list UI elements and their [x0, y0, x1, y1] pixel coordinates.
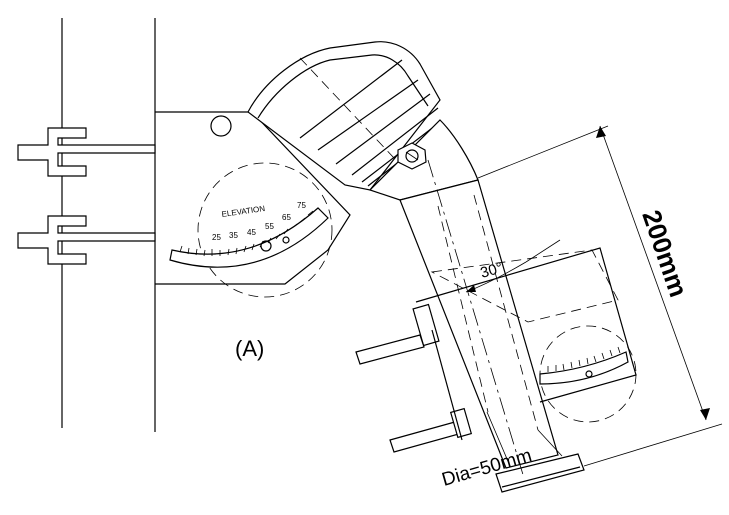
elevation-tick-label: 45 — [247, 228, 256, 237]
main-tube — [399, 159, 585, 493]
angle-indicator: 30° — [465, 239, 561, 293]
elevation-tick-label: 35 — [229, 231, 238, 240]
pole-clamp-lower — [17, 215, 156, 265]
angle-label: 30° — [478, 259, 504, 282]
elevation-scale-labels: 25 35 45 55 65 75 — [212, 201, 306, 242]
elevation-dial-lower — [539, 325, 637, 423]
elevation-tick-label: 25 — [212, 233, 221, 242]
elevation-tick-label: 75 — [297, 201, 306, 210]
mounting-plate — [155, 111, 351, 285]
pole-clamp-upper — [17, 127, 156, 177]
elevation-tick-label: 65 — [282, 213, 291, 222]
swivel-joint — [368, 119, 479, 201]
elevation-tick-label: 55 — [265, 222, 274, 231]
elevation-scale-ticks — [179, 210, 314, 257]
elevation-scale-title: ELEVATION — [221, 204, 266, 219]
height-dimension-label: 200mm — [636, 206, 694, 301]
figure-label: (A) — [235, 336, 264, 361]
lower-bracket-block — [355, 247, 637, 453]
elevation-dial: ELEVATION 25 35 45 55 65 75 — [169, 162, 333, 298]
